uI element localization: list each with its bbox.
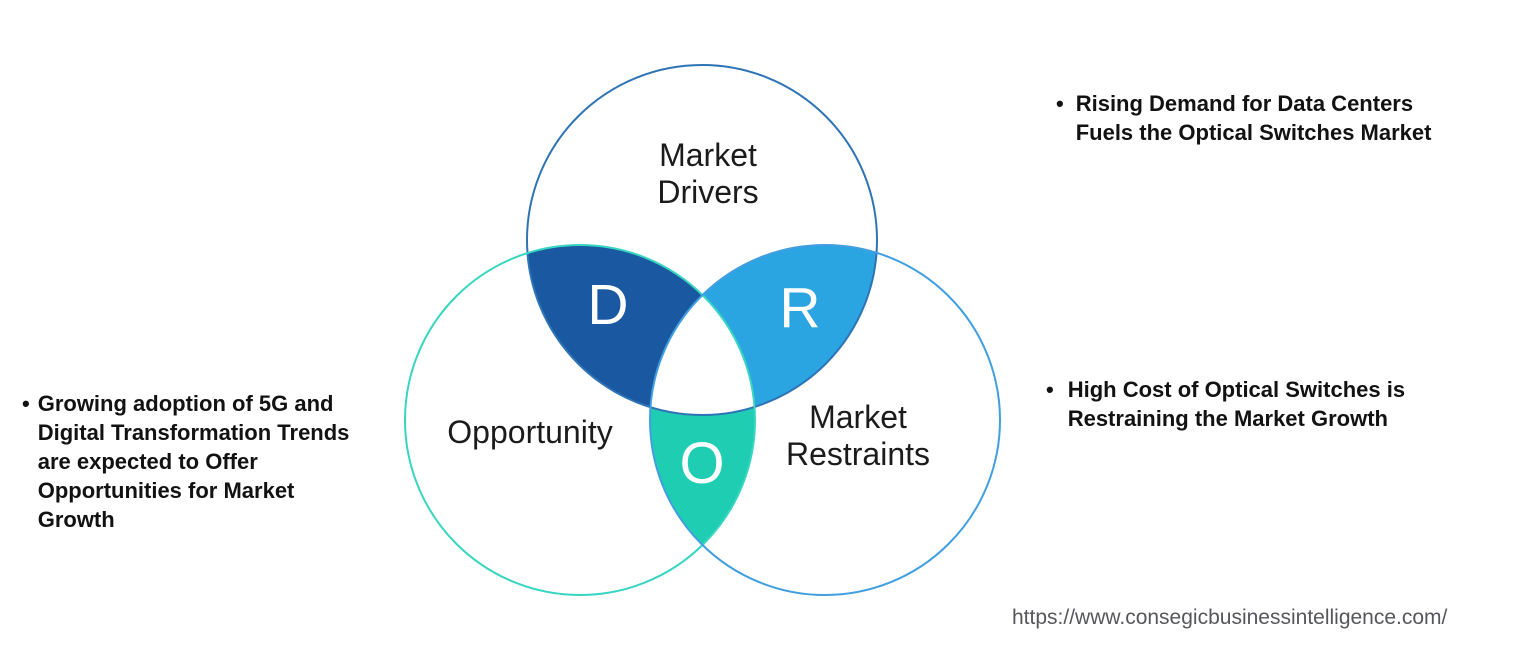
driver-bullet-text: Rising Demand for Data Centers Fuels the… [1075,91,1432,145]
bullet-marker: • [22,391,30,416]
driver-bullet-item: • Rising Demand for Data Centers Fuels t… [1056,89,1431,147]
region-o-letter: O [679,431,724,496]
region-r-letter: R [779,276,820,340]
region-d-letter: D [587,273,628,337]
bullet-marker: • [1046,377,1054,402]
restraints-circle-label: Market Restraints [785,399,931,472]
opportunity-bullet-item: • Growing adoption of 5G and Digital Tra… [22,389,349,534]
region-d-fill [527,245,755,415]
opportunity-circle-outline [404,244,756,596]
restraint-bullet-text: High Cost of Optical Switches is Restrai… [1067,377,1406,431]
drivers-circle-label: Market Drivers [657,137,759,210]
opportunity-bullet-text: Growing adoption of 5G and Digital Trans… [37,391,350,532]
opportunity-circle-label: Opportunity [447,414,613,450]
source-url: https://www.consegicbusinessintelligence… [1012,606,1448,629]
region-r-fill [650,245,877,415]
restraints-circle-outline [649,244,1001,596]
restraint-bullet-item: • High Cost of Optical Switches is Restr… [1046,375,1405,433]
drivers-circle-outline [526,64,878,416]
bullet-marker: • [1056,91,1064,116]
